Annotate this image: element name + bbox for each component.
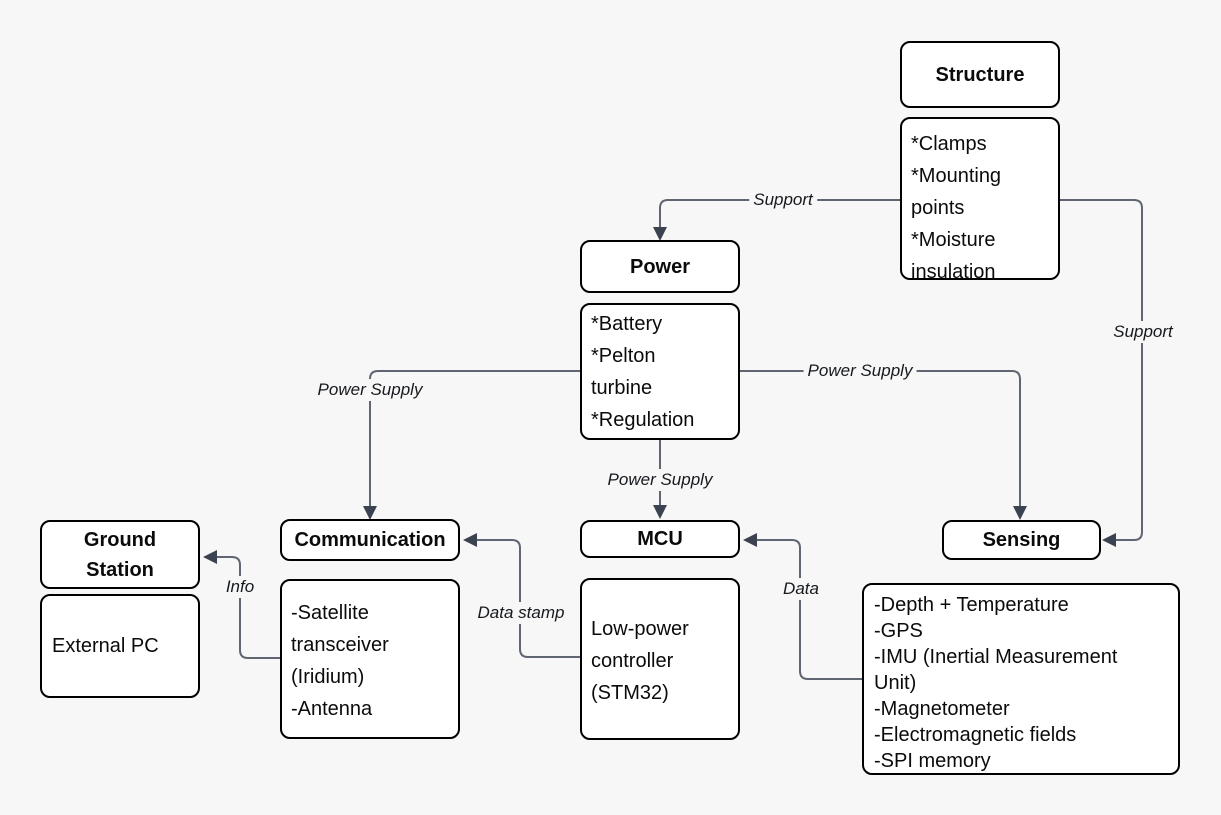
edge-power-sensing — [740, 370, 1021, 506]
edge-mcu-communication — [477, 539, 580, 658]
edge-label-power-sensing: Power Supply — [803, 360, 917, 382]
communication-title-box: Communication — [280, 519, 460, 561]
sensing-detail-box: -Depth + Temperature -GPS -IMU (Inertial… — [862, 583, 1180, 775]
edge-structure-power — [659, 199, 900, 227]
arrowhead-sensing-mcu — [743, 533, 757, 547]
edge-label-structure-sensing: Support — [1109, 321, 1177, 343]
arrowhead-mcu-communication — [463, 533, 477, 547]
power-title-box: Power — [580, 240, 740, 293]
edge-sensing-mcu — [757, 539, 862, 680]
edge-structure-sensing — [1060, 199, 1143, 541]
arrowhead-power-mcu — [653, 505, 667, 519]
ground-station-box: Ground Station — [40, 520, 200, 589]
edge-label-mcu-communication: Data stamp — [473, 602, 569, 624]
edge-communication-ground-station — [217, 556, 280, 659]
arrowhead-communication-ground-station — [203, 550, 217, 564]
communication-detail-box: -Satellite transceiver (Iridium) -Antenn… — [280, 579, 460, 739]
arrowhead-structure-power — [653, 227, 667, 241]
structure-title-box: Structure — [900, 41, 1060, 108]
mcu-detail-box: Low-power controller (STM32) — [580, 578, 740, 740]
power-detail-box: *Battery *Pelton turbine *Regulation — [580, 303, 740, 440]
edge-label-power-mcu: Power Supply — [603, 469, 717, 491]
edge-label-sensing-mcu: Data — [779, 578, 823, 600]
structure-detail-box: *Clamps *Mounting points *Moisture insul… — [900, 117, 1060, 283]
edge-label-communication-ground-station: Info — [221, 576, 259, 598]
edge-label-structure-power: Support — [749, 189, 817, 211]
edge-power-communication — [369, 370, 580, 506]
mcu-title-box: MCU — [580, 520, 740, 558]
external-pc-box: External PC — [40, 594, 200, 698]
sensing-title-box: Sensing — [942, 520, 1101, 560]
arrowhead-power-sensing — [1013, 506, 1027, 520]
edge-label-power-communication: Power Supply — [313, 379, 427, 401]
arrowhead-power-communication — [363, 506, 377, 520]
arrowhead-structure-sensing — [1102, 533, 1116, 547]
